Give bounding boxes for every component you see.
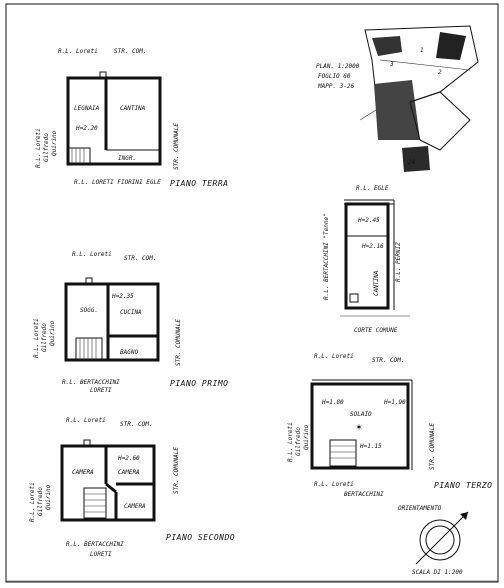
secondo-room-camera-1: CAMERA bbox=[72, 469, 94, 476]
terra-title: PIANO TERRA bbox=[170, 179, 228, 188]
secondo-stair bbox=[83, 487, 107, 519]
primo-room-sogg: SOGG. bbox=[80, 307, 98, 314]
secondo-title: PIANO SECONDO bbox=[166, 533, 235, 542]
cantina-height-1: H=2.45 bbox=[357, 217, 380, 224]
map-parcel-24: 24 bbox=[408, 159, 416, 166]
terzo-title: PIANO TERZO bbox=[434, 481, 492, 490]
secondo-east-label: STR. COMUNALE bbox=[173, 447, 180, 494]
page-border bbox=[5, 3, 499, 583]
map-parcel-3: 3 bbox=[389, 61, 394, 68]
secondo-south-1: R.L. BERTACCHINI bbox=[66, 541, 124, 548]
terra-south-label: R.L. LORETI FIORINI EGLE bbox=[74, 179, 161, 186]
map-block-c bbox=[374, 80, 420, 140]
cantina-west-label: R.L. BERTACCHINI "Tenne" bbox=[323, 213, 330, 300]
terzo-south-2: BERTACCHINI bbox=[344, 491, 384, 498]
secondo-room-camera-2: CAMERA bbox=[118, 469, 140, 476]
map-block-b bbox=[436, 32, 466, 60]
terra-east-label: STR. COMUNALE bbox=[173, 123, 180, 170]
terra-height: H=2.20 bbox=[75, 125, 98, 132]
primo-north-label: R.L. Loreti bbox=[72, 251, 112, 258]
secondo-str-com: STR. COM. bbox=[120, 421, 153, 428]
terzo-north-label: R.L. Loreti bbox=[314, 353, 354, 360]
terzo-stair bbox=[329, 439, 357, 467]
primo-west-2: Gilfredo bbox=[41, 323, 48, 352]
primo-room-cucina: CUCINA bbox=[120, 309, 142, 316]
map-line-3: MAPP. 3-26 bbox=[317, 83, 355, 90]
compass-inner-ring bbox=[425, 525, 455, 555]
cantina-height-2: H=2.16 bbox=[361, 243, 384, 250]
cantina-room-label: CANTINA bbox=[373, 270, 380, 296]
cadastral-map: PLAN. 1:2000 FOGLIO 60 MAPP. 3-26 1 2 3 … bbox=[316, 25, 479, 172]
compass-needle bbox=[415, 511, 469, 565]
terzo-room-solaio: SOLAIO bbox=[350, 411, 372, 418]
terra-room-legnaia: LEGNAIA bbox=[74, 105, 100, 112]
terra-room-cantina: CANTINA bbox=[120, 105, 146, 112]
north-arrow-icon bbox=[460, 512, 468, 520]
terzo-west-2: Gilfredo bbox=[295, 427, 302, 456]
orientation-block: ORIENTAMENTO SCALA DI 1:200 bbox=[398, 505, 469, 576]
terra-ingresso: INGR. bbox=[118, 155, 136, 162]
map-line-2: FOGLIO 60 bbox=[318, 73, 351, 80]
terzo-height-1: H=1.80 bbox=[321, 399, 344, 406]
cantina-north-label: R.L. EGLE bbox=[356, 185, 389, 192]
terzo-south-1: R.L. Loreti bbox=[314, 481, 354, 488]
cantina-walls bbox=[344, 202, 390, 310]
cantina-corte-comune: CORTE COMUNE bbox=[354, 327, 398, 334]
secondo-height: H=2.60 bbox=[117, 455, 140, 462]
terra-chimney bbox=[99, 71, 107, 79]
secondo-west-1: R.L. Loreti bbox=[29, 482, 36, 522]
terra-west-3: Quirino bbox=[51, 130, 58, 156]
terra-stair bbox=[67, 147, 91, 165]
primo-str-com: STR. COM. bbox=[124, 255, 157, 262]
terra-north-label-1: R.L. Loreti bbox=[58, 48, 98, 55]
primo-room-bagno: BAGNO bbox=[120, 349, 138, 356]
plan-piano-secondo: R.L. Loreti STR. COM. R.L. Loreti Gilfre… bbox=[29, 417, 235, 558]
terzo-west-3: Quirino bbox=[303, 424, 310, 450]
map-line-1: PLAN. 1:2000 bbox=[316, 63, 360, 70]
map-road bbox=[409, 91, 471, 151]
cantina-east-label: R.L. PERNIZ bbox=[395, 242, 402, 282]
terzo-str-com: STR. COM. bbox=[372, 357, 405, 364]
terzo-outer-wall bbox=[310, 382, 410, 470]
map-block-a bbox=[372, 36, 402, 56]
primo-south-1: R.L. BERTACCHINI bbox=[62, 379, 120, 386]
primo-west-1: R.L. Loreti bbox=[33, 318, 40, 358]
primo-south-2: LORETI bbox=[90, 387, 112, 394]
secondo-room-camera-3: CAMERA bbox=[124, 503, 146, 510]
terra-west-1: R.L. Loreti bbox=[35, 128, 42, 168]
primo-outer-wall bbox=[64, 282, 160, 362]
compass-outer-ring bbox=[419, 519, 461, 561]
secondo-north-label: R.L. Loreti bbox=[66, 417, 106, 424]
primo-east-label: STR. COMUNALE bbox=[175, 319, 182, 366]
orientation-label: ORIENTAMENTO bbox=[398, 505, 442, 512]
terzo-height-2: H=1.90 bbox=[383, 399, 406, 406]
map-block-d bbox=[402, 146, 430, 172]
plan-cantina-detail: R.L. EGLE R.L. BERTACCHINI "Tenne" R.L. … bbox=[323, 185, 410, 334]
terzo-height-3: H=1.15 bbox=[359, 443, 382, 450]
primo-west-3: Quirino bbox=[49, 320, 56, 346]
primo-title: PIANO PRIMO bbox=[170, 379, 228, 388]
terzo-east-label: STR. COMUNALE bbox=[429, 423, 436, 470]
secondo-south-2: LORETI bbox=[90, 551, 112, 558]
map-parcel-1: 1 bbox=[420, 47, 424, 54]
plan-piano-primo: R.L. Loreti STR. COM. R.L. Loreti Gilfre… bbox=[33, 251, 228, 394]
primo-height: H=2.35 bbox=[111, 293, 134, 300]
map-parcel-2: 2 bbox=[438, 69, 442, 76]
secondo-west-2: Gilfredo bbox=[37, 487, 44, 516]
primo-stair bbox=[75, 337, 103, 361]
terra-str-com: STR. COM. bbox=[114, 48, 147, 55]
plan-piano-terra: R.L. Loreti R.L. Loreti STR. COM. R.L. L… bbox=[35, 48, 228, 188]
terra-west-2: Gilfredo bbox=[43, 133, 50, 162]
plan-piano-terzo: R.L. Loreti STR. COM. R.L. Loreti Gilfre… bbox=[287, 353, 492, 498]
secondo-west-3: Quirino bbox=[45, 484, 52, 510]
terzo-west-1: R.L. Loreti bbox=[287, 422, 294, 462]
terra-outer-wall bbox=[66, 76, 162, 166]
scale-label: SCALA DI 1:200 bbox=[412, 569, 463, 576]
terzo-star-icon: ✶ bbox=[356, 422, 362, 433]
